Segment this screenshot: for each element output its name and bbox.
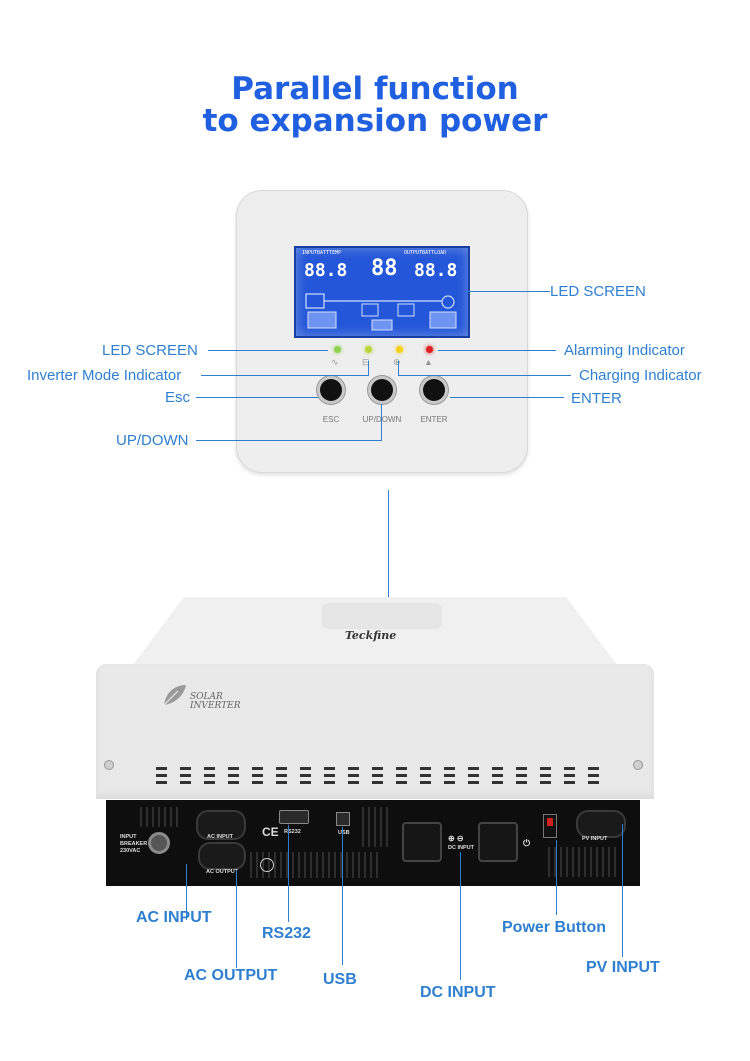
input-breaker-knob[interactable] (148, 832, 170, 854)
logo-line-1: SOLAR (190, 692, 223, 702)
ac-output-port-label: AC OUTPUT (206, 869, 239, 875)
power-symbol-icon: ⏻ (523, 838, 531, 848)
usb-port-label: USB (338, 830, 350, 836)
callout-line-rs232 (288, 825, 289, 922)
solar-inverter-logo: SOLAR INVERTER (190, 693, 240, 711)
power-button-rocker (547, 818, 553, 826)
warning-icon: ▲ (424, 357, 433, 367)
lcd-digits-center: 88 (371, 256, 398, 281)
dc-input-negative-terminal[interactable] (478, 822, 518, 862)
label-esc: Esc (165, 389, 191, 406)
callout-line-alarm (438, 350, 556, 351)
ac-output-port[interactable] (198, 842, 246, 870)
callout-line-inverter-mode (201, 375, 368, 376)
dc-input-positive-terminal[interactable] (402, 822, 442, 862)
callout-line-led-screen-right (466, 291, 550, 292)
label-ac-input: AC INPUT (136, 909, 212, 926)
lcd-top-right-label: OUTPUTBATTLOAD (404, 250, 447, 256)
callout-line-usb (342, 827, 343, 965)
updown-button[interactable] (371, 379, 393, 401)
usb-port[interactable] (336, 812, 350, 826)
screw-left (104, 760, 114, 770)
callout-line-enter (450, 397, 564, 398)
callout-line-charging-vertical (398, 361, 399, 376)
esc-button[interactable] (320, 379, 342, 401)
label-led-screen-left: LED SCREEN (102, 342, 198, 359)
callout-line-power-button (556, 840, 557, 915)
title-line-2: to expansion power (202, 103, 548, 139)
label-led-screen-right: LED SCREEN (550, 283, 646, 300)
device-vent (148, 767, 606, 787)
label-alarming-indicator: Alarming Indicator (564, 342, 685, 359)
callout-line-dc-input (460, 852, 461, 980)
label-pv-input: PV INPUT (586, 959, 660, 976)
callout-line-pv-input (622, 824, 623, 957)
leaf-logo-icon (161, 685, 186, 708)
title-line-1: Parallel function (231, 71, 519, 107)
power-button[interactable] (543, 814, 557, 838)
pv-input-port-label: PV INPUT (582, 836, 608, 842)
label-ac-output: AC OUTPUT (184, 967, 278, 984)
grill-left-top (140, 807, 180, 827)
callout-line-led-screen-left (208, 350, 328, 351)
label-usb: USB (323, 971, 357, 988)
inverter-icon: ⊟ (362, 357, 370, 367)
grill-right (548, 847, 618, 877)
input-breaker-label: INPUT BREAKER 230VAC (120, 834, 148, 854)
callout-line-ac-input (186, 864, 187, 920)
label-charging-indicator: Charging Indicator (579, 367, 702, 384)
callout-line-esc (196, 397, 318, 398)
lcd-top-left-label: INPUTBATTTEMP (302, 250, 342, 256)
callout-line-ac-output (236, 870, 237, 968)
callout-line-inverter-mode-vertical (368, 361, 369, 376)
label-power-button: Power Button (502, 919, 606, 936)
updown-button-label: UP/DOWN (352, 415, 412, 424)
dc-plus-icon: ⊕ ⊖ (448, 834, 464, 843)
lcd-screen: INPUTBATTTEMP OUTPUTBATTLOAD 88.8 88 88.… (294, 246, 470, 338)
callout-line-updown (196, 440, 381, 441)
dc-input-port-label: DC INPUT (448, 845, 474, 851)
lcd-flow-diagram-icon (305, 293, 457, 331)
ac-wave-icon: ∿ (331, 357, 339, 367)
logo-line-2: INVERTER (190, 701, 241, 711)
label-updown: UP/DOWN (116, 432, 189, 449)
callout-line-updown-vertical (381, 404, 382, 441)
charge-icon: ⊕ (393, 357, 401, 367)
label-dc-input: DC INPUT (420, 984, 496, 1001)
ac-input-port-label: AC INPUT (207, 834, 233, 840)
callout-line-panel-to-device (388, 490, 389, 602)
screw-right (633, 760, 643, 770)
led-indicator-alarm (426, 346, 433, 353)
pv-input-port[interactable] (576, 810, 626, 838)
label-inverter-mode-indicator: Inverter Mode Indicator (27, 367, 182, 384)
iso-mark-icon (260, 858, 274, 872)
rs232-port[interactable] (279, 810, 309, 824)
lcd-digits-right: 88.8 (414, 260, 458, 281)
callout-line-charging (398, 375, 571, 376)
led-indicator-screen (334, 346, 341, 353)
enter-button-label: ENTER (420, 415, 448, 424)
label-enter: ENTER (571, 390, 622, 407)
enter-button[interactable] (423, 379, 445, 401)
lcd-digits-left: 88.8 (304, 260, 348, 281)
grill-center-right (362, 807, 392, 847)
device-brand: Teckfine (345, 629, 397, 642)
rs232-port-label: RS232 (284, 829, 301, 835)
led-indicator-inverter-mode (365, 346, 372, 353)
label-rs232: RS232 (262, 925, 311, 942)
ac-input-port[interactable] (196, 810, 246, 840)
ce-mark: CE (262, 825, 279, 839)
esc-button-label: ESC (322, 415, 340, 424)
device-top-panel (322, 603, 442, 629)
led-indicator-charging (396, 346, 403, 353)
